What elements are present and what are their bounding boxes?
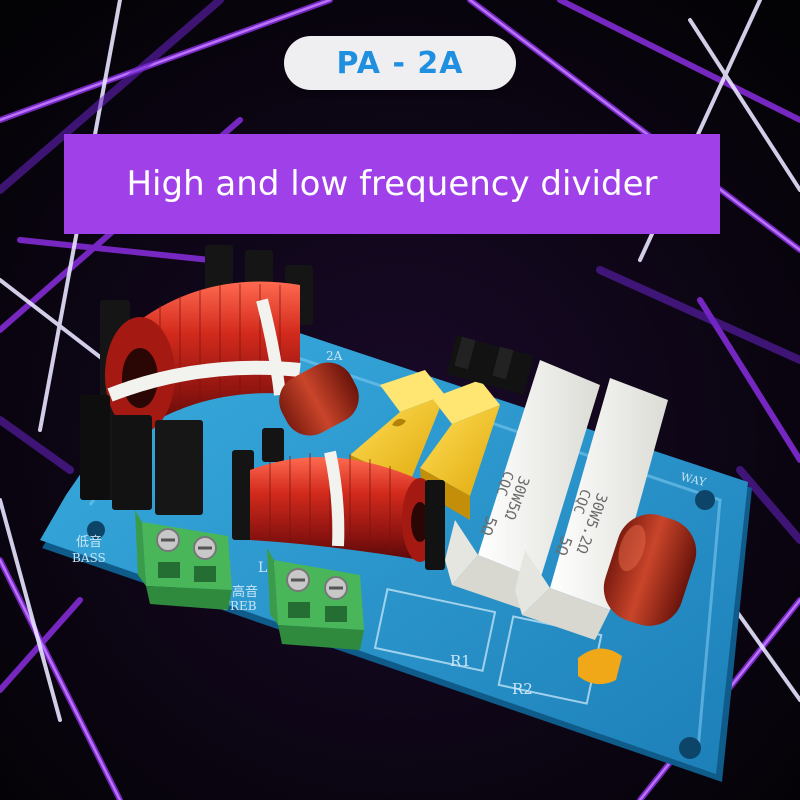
large-inductor-coil: [80, 245, 313, 515]
way-label: WAY: [679, 470, 708, 489]
treble-cn-label: 高音: [232, 584, 258, 600]
bass-cn-label: 低音: [76, 534, 102, 550]
treble-label: TREB: [222, 599, 257, 613]
top-terminal-block: [446, 335, 534, 395]
title-banner: High and low frequency divider: [64, 134, 720, 234]
bass-label: BASS: [72, 551, 106, 565]
small-orange-capacitor: [578, 648, 622, 685]
r1-label: R1: [450, 652, 471, 670]
bass-terminal-block[interactable]: [135, 510, 232, 610]
treble-terminal-block[interactable]: [267, 548, 364, 650]
cement-resistor-2: 30W5.2Ω CQC 5Ω: [515, 378, 668, 640]
small-inductor-coil: [232, 428, 445, 570]
model-badge: PA - 2A: [284, 36, 516, 90]
r2-label: R2: [512, 680, 533, 698]
title-banner-text: High and low frequency divider: [126, 164, 658, 204]
model-badge-text: PA - 2A: [336, 45, 464, 81]
model-silkscreen: 2A: [326, 349, 343, 363]
red-capacitor-right: [603, 514, 697, 626]
red-capacitor-top: [279, 362, 359, 436]
